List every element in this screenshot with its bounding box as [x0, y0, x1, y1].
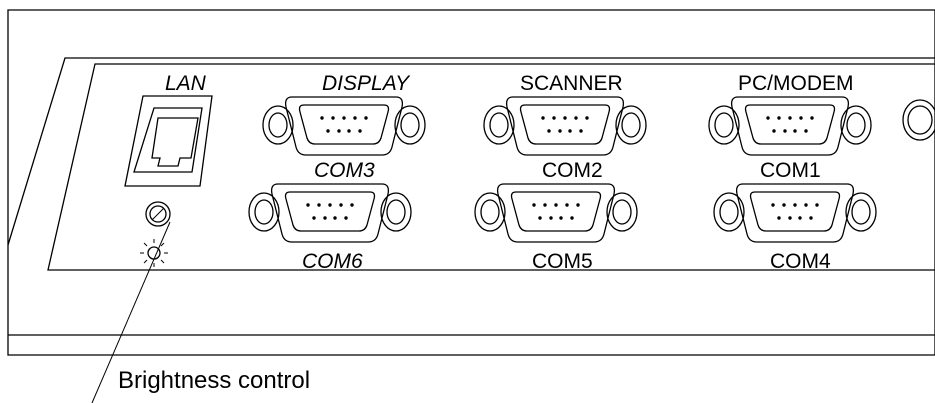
db9-connector-icon [474, 183, 638, 243]
com6-port: COM6 [248, 183, 412, 273]
com5-label: COM5 [532, 250, 593, 273]
pcmodem-com1-port: PC/MODEM COM1 [708, 72, 872, 182]
display-com3-port: DISPLAY COM3 [262, 72, 426, 182]
housing-outline [7, 9, 935, 356]
db9-connector-icon [713, 183, 877, 243]
rj45-port-icon [124, 95, 213, 187]
com5-port: COM5 [474, 183, 638, 273]
round-port [902, 99, 935, 141]
com6-label: COM6 [302, 250, 363, 273]
db9-connector-icon [248, 183, 412, 243]
brightness-control-label: Brightness control [118, 367, 310, 394]
recessed-panel [7, 57, 935, 271]
pcmodem-label: PC/MODEM [738, 72, 854, 95]
brightness-knob[interactable] [145, 201, 171, 227]
db9-connector-icon [262, 96, 426, 156]
lan-label: LAN [165, 72, 207, 95]
com3-label: COM3 [314, 159, 375, 182]
scanner-com2-port: SCANNER COM2 [483, 72, 647, 182]
display-label: DISPLAY [322, 72, 411, 95]
scanner-label: SCANNER [520, 72, 623, 95]
sun-icon [140, 239, 168, 267]
brightness-knob-icon [145, 201, 171, 227]
com4-port: COM4 [713, 183, 877, 273]
db9-connector-icon [708, 96, 872, 156]
db9-connector-icon [483, 96, 647, 156]
lan-port: LAN [124, 72, 213, 187]
brightness-leader-line [91, 221, 171, 403]
com1-label: COM1 [760, 159, 821, 182]
com4-label: COM4 [770, 250, 831, 273]
com2-label: COM2 [542, 159, 603, 182]
